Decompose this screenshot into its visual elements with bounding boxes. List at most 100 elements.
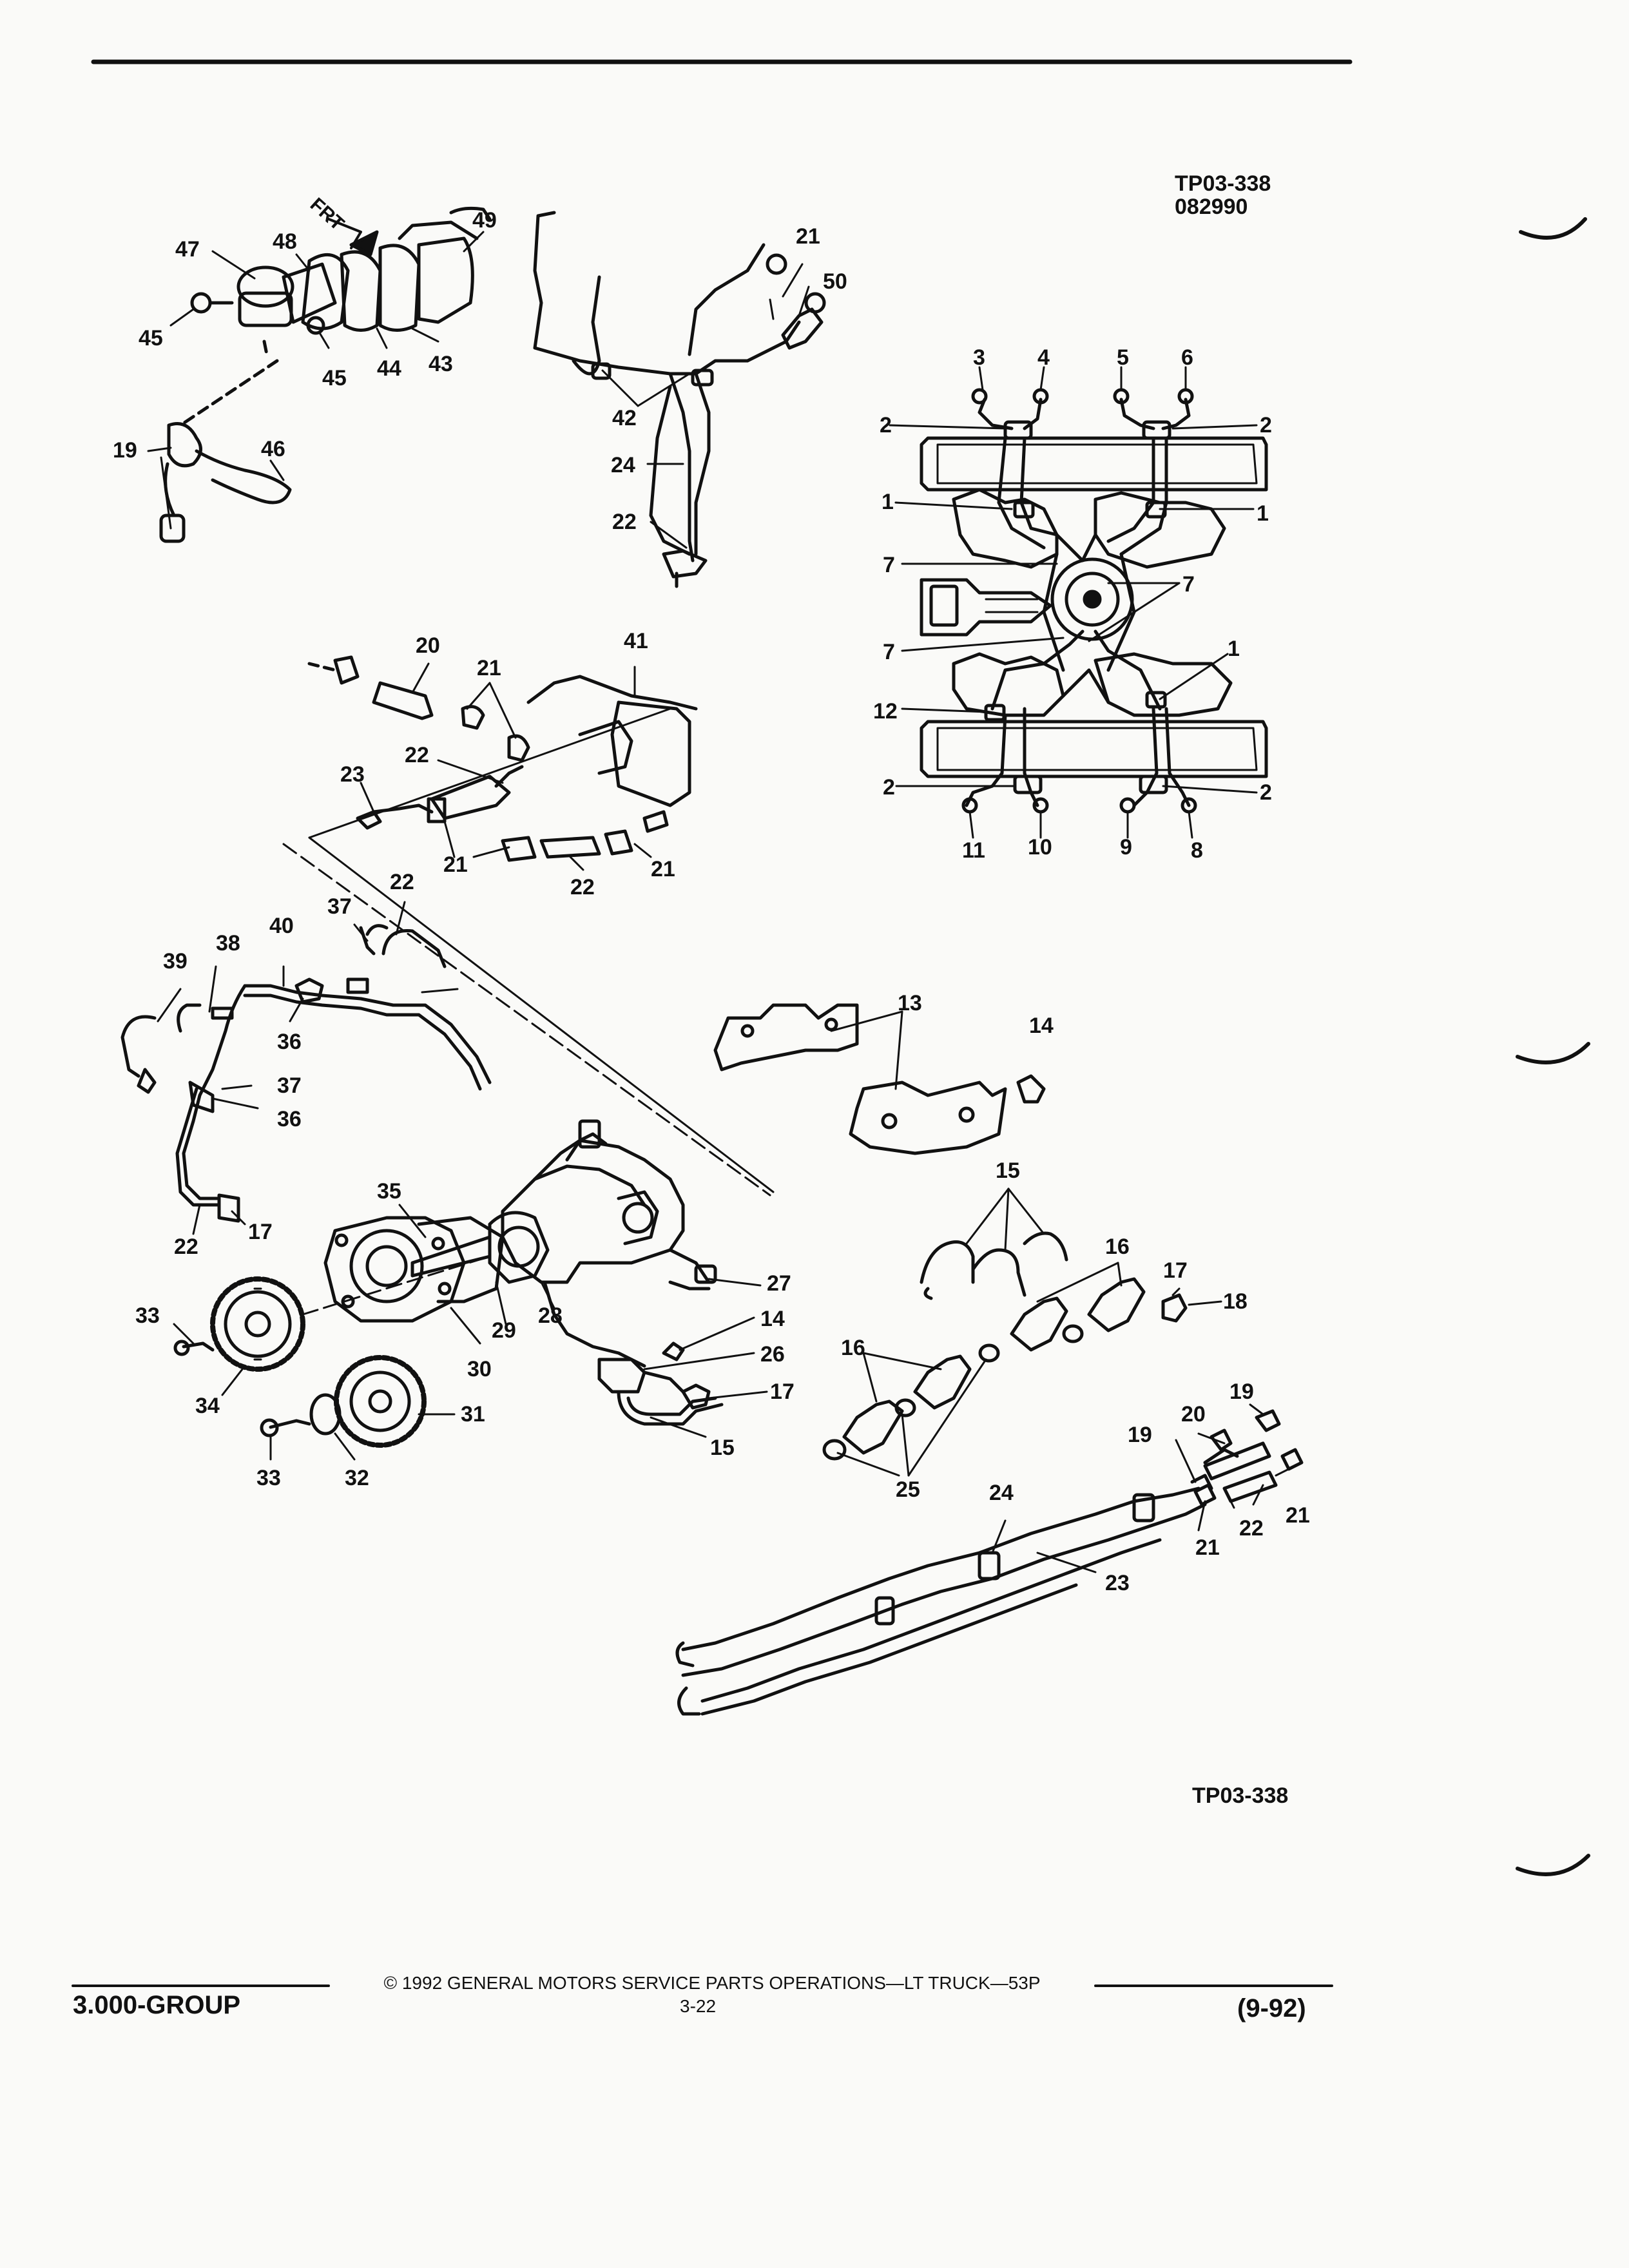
callout: 45 [139, 326, 163, 351]
callout: 33 [135, 1303, 160, 1328]
callout: 30 [467, 1357, 492, 1381]
injectors [822, 1277, 1146, 1461]
callout: 21 [1195, 1535, 1220, 1560]
callout: 3 [973, 345, 985, 370]
margin-mark [1516, 1042, 1590, 1064]
bracket-and-lines [282, 655, 775, 1196]
callout: 22 [612, 510, 637, 534]
callout: 12 [873, 699, 898, 724]
injection-pump [410, 1119, 717, 1368]
engine-top-view [920, 388, 1268, 814]
callout: 21 [796, 224, 820, 249]
callout: 17 [1163, 1258, 1188, 1283]
callout: 19 [113, 438, 137, 463]
adapter-plate [323, 1216, 505, 1323]
gear-upper [210, 1276, 305, 1372]
cap-18 [1161, 1293, 1188, 1323]
callout: 24 [989, 1481, 1014, 1505]
callout: 47 [175, 237, 200, 262]
callout: 1 [1257, 501, 1269, 526]
callout: 6 [1181, 345, 1193, 370]
hoses-15 [920, 1231, 1068, 1300]
group-label: 3.000-GROUP [73, 1991, 241, 2019]
callout: 22 [1239, 1516, 1264, 1541]
callout: 7 [1182, 572, 1195, 597]
callout: 20 [416, 633, 440, 658]
callout: 38 [216, 931, 240, 956]
callout: 48 [273, 229, 297, 254]
margin-mark [1516, 1854, 1590, 1876]
callout: 21 [477, 656, 501, 680]
callout: 16 [841, 1336, 865, 1360]
fuel-lines-upper [533, 211, 826, 588]
page-number: 3-22 [680, 1996, 717, 2016]
callout: 33 [256, 1466, 281, 1490]
callout: 19 [1229, 1379, 1254, 1404]
margin-mark [1519, 217, 1587, 240]
callout: 35 [377, 1179, 401, 1204]
washer-32 [309, 1393, 342, 1436]
nut-14 [1016, 1074, 1046, 1104]
callout: 49 [472, 208, 497, 233]
callout: 13 [898, 991, 922, 1015]
callout: 26 [760, 1342, 785, 1367]
revision-date: (9-92) [1237, 1994, 1306, 2023]
callout: 18 [1223, 1289, 1248, 1314]
callout: 5 [1117, 345, 1129, 370]
callout: 31 [461, 1402, 485, 1427]
callout: 14 [760, 1307, 785, 1331]
callout: 22 [570, 875, 595, 899]
callout: 44 [377, 356, 401, 381]
callout: 50 [823, 269, 847, 294]
callout: 32 [345, 1466, 369, 1490]
callout: 43 [429, 352, 453, 376]
callout: 20 [1181, 1402, 1206, 1427]
callout: 39 [163, 949, 188, 974]
callout: 7 [883, 553, 895, 577]
callout: 2 [880, 413, 892, 437]
callout: 46 [261, 437, 285, 461]
callout: 28 [538, 1303, 563, 1328]
figure-code-block: TP03-338 082990 [1175, 171, 1271, 219]
callout: 40 [269, 914, 294, 938]
figure-code: TP03-338 [1175, 171, 1271, 196]
callout: 2 [1260, 413, 1272, 437]
callout: 7 [883, 640, 895, 664]
callout: 23 [340, 762, 365, 787]
callout: 29 [492, 1318, 516, 1343]
callout: 10 [1028, 835, 1052, 860]
callout: 21 [651, 857, 675, 881]
gear-lower [334, 1355, 427, 1448]
callout: 23 [1105, 1571, 1130, 1595]
front-arrow [349, 230, 379, 256]
lower-line-bundle [675, 1448, 1239, 1716]
bolt-33a [182, 1341, 215, 1352]
callout: 15 [996, 1158, 1020, 1183]
callout: 2 [1260, 780, 1272, 805]
callout: 16 [1105, 1235, 1130, 1259]
callout: 34 [195, 1394, 220, 1418]
callout: 14 [1029, 1014, 1054, 1038]
callout: 22 [405, 743, 429, 767]
callout: 25 [896, 1477, 920, 1502]
callout: 41 [624, 629, 648, 653]
callout: 27 [767, 1271, 791, 1296]
callout: 19 [1128, 1423, 1152, 1447]
callout: 22 [174, 1235, 198, 1259]
callout: 11 [962, 838, 985, 863]
leader-lines [147, 231, 1290, 1573]
callout: 17 [770, 1379, 795, 1404]
bracket-13 [713, 1003, 1007, 1155]
callout: 24 [611, 453, 635, 477]
callout: 1 [1228, 637, 1240, 661]
figure-code-bottom: TP03-338 [1192, 1783, 1289, 1808]
callout: 36 [277, 1107, 302, 1131]
callout: 1 [882, 490, 894, 514]
callout: 15 [710, 1436, 735, 1460]
callout: 37 [277, 1073, 302, 1098]
figure-date: 082990 [1175, 194, 1248, 219]
callout: 36 [277, 1030, 302, 1054]
callout: 2 [883, 775, 895, 800]
bolt-33b [269, 1419, 311, 1429]
